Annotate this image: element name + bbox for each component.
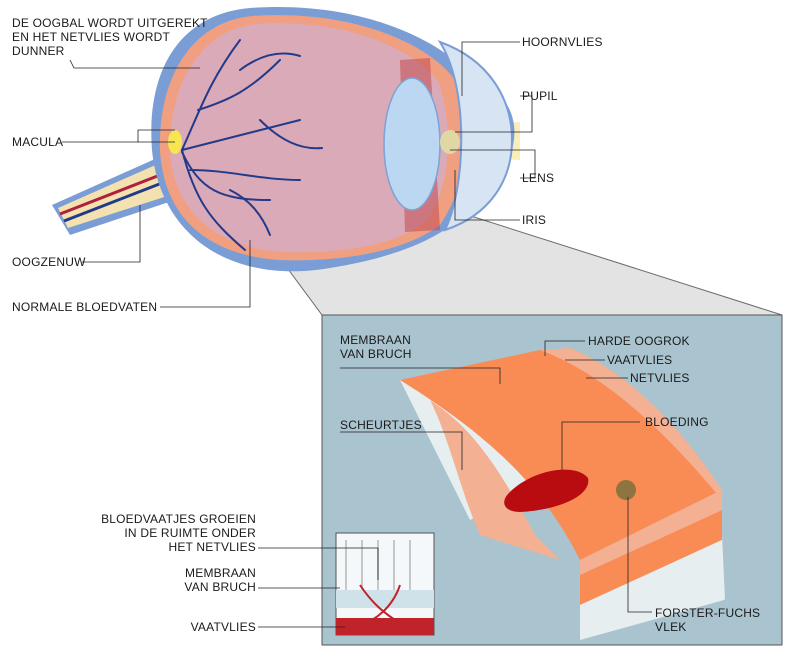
label-choroid-detail: VAATVLIES: [190, 620, 256, 634]
label-sclera: HARDE OOGROK: [588, 334, 690, 348]
leader-lines: [62, 41, 652, 628]
forster-fuchs-spot: [616, 480, 636, 500]
vessel-inset: [335, 532, 435, 636]
label-choroid: VAATVLIES: [607, 353, 673, 367]
label-pupil: PUPIL: [522, 89, 558, 103]
label-cornea: HOORNVLIES: [522, 35, 603, 49]
label-retina: NETVLIES: [630, 371, 690, 385]
label-macula: MACULA: [12, 135, 64, 149]
label-bruch-membrane: MEMBRAAN VAN BRUCH: [340, 333, 412, 361]
label-bleeding: BLOEDING: [645, 415, 709, 429]
bleeding-spot: [504, 469, 589, 512]
label-bruch-membrane-detail: MEMBRAAN VAN BRUCH: [184, 566, 256, 594]
label-eyeball-stretched: DE OOGBAL WORDT UITGEREKT EN HET NETVLIE…: [12, 16, 208, 58]
label-lens: LENS: [522, 171, 555, 185]
label-normal-vessels: NORMALE BLOEDVATEN: [12, 300, 158, 314]
label-tears: SCHEURTJES: [340, 418, 422, 432]
label-iris: IRIS: [522, 213, 547, 227]
label-vessels-growing: BLOEDVAATJES GROEIEN IN DE RUIMTE ONDER …: [101, 512, 256, 554]
label-optic-nerve: OOGZENUW: [12, 255, 86, 269]
retina-blood-vessels: [181, 39, 323, 251]
tissue-block: [400, 348, 725, 640]
label-forster-fuchs: FORSTER-FUCHS VLEK: [655, 606, 761, 634]
